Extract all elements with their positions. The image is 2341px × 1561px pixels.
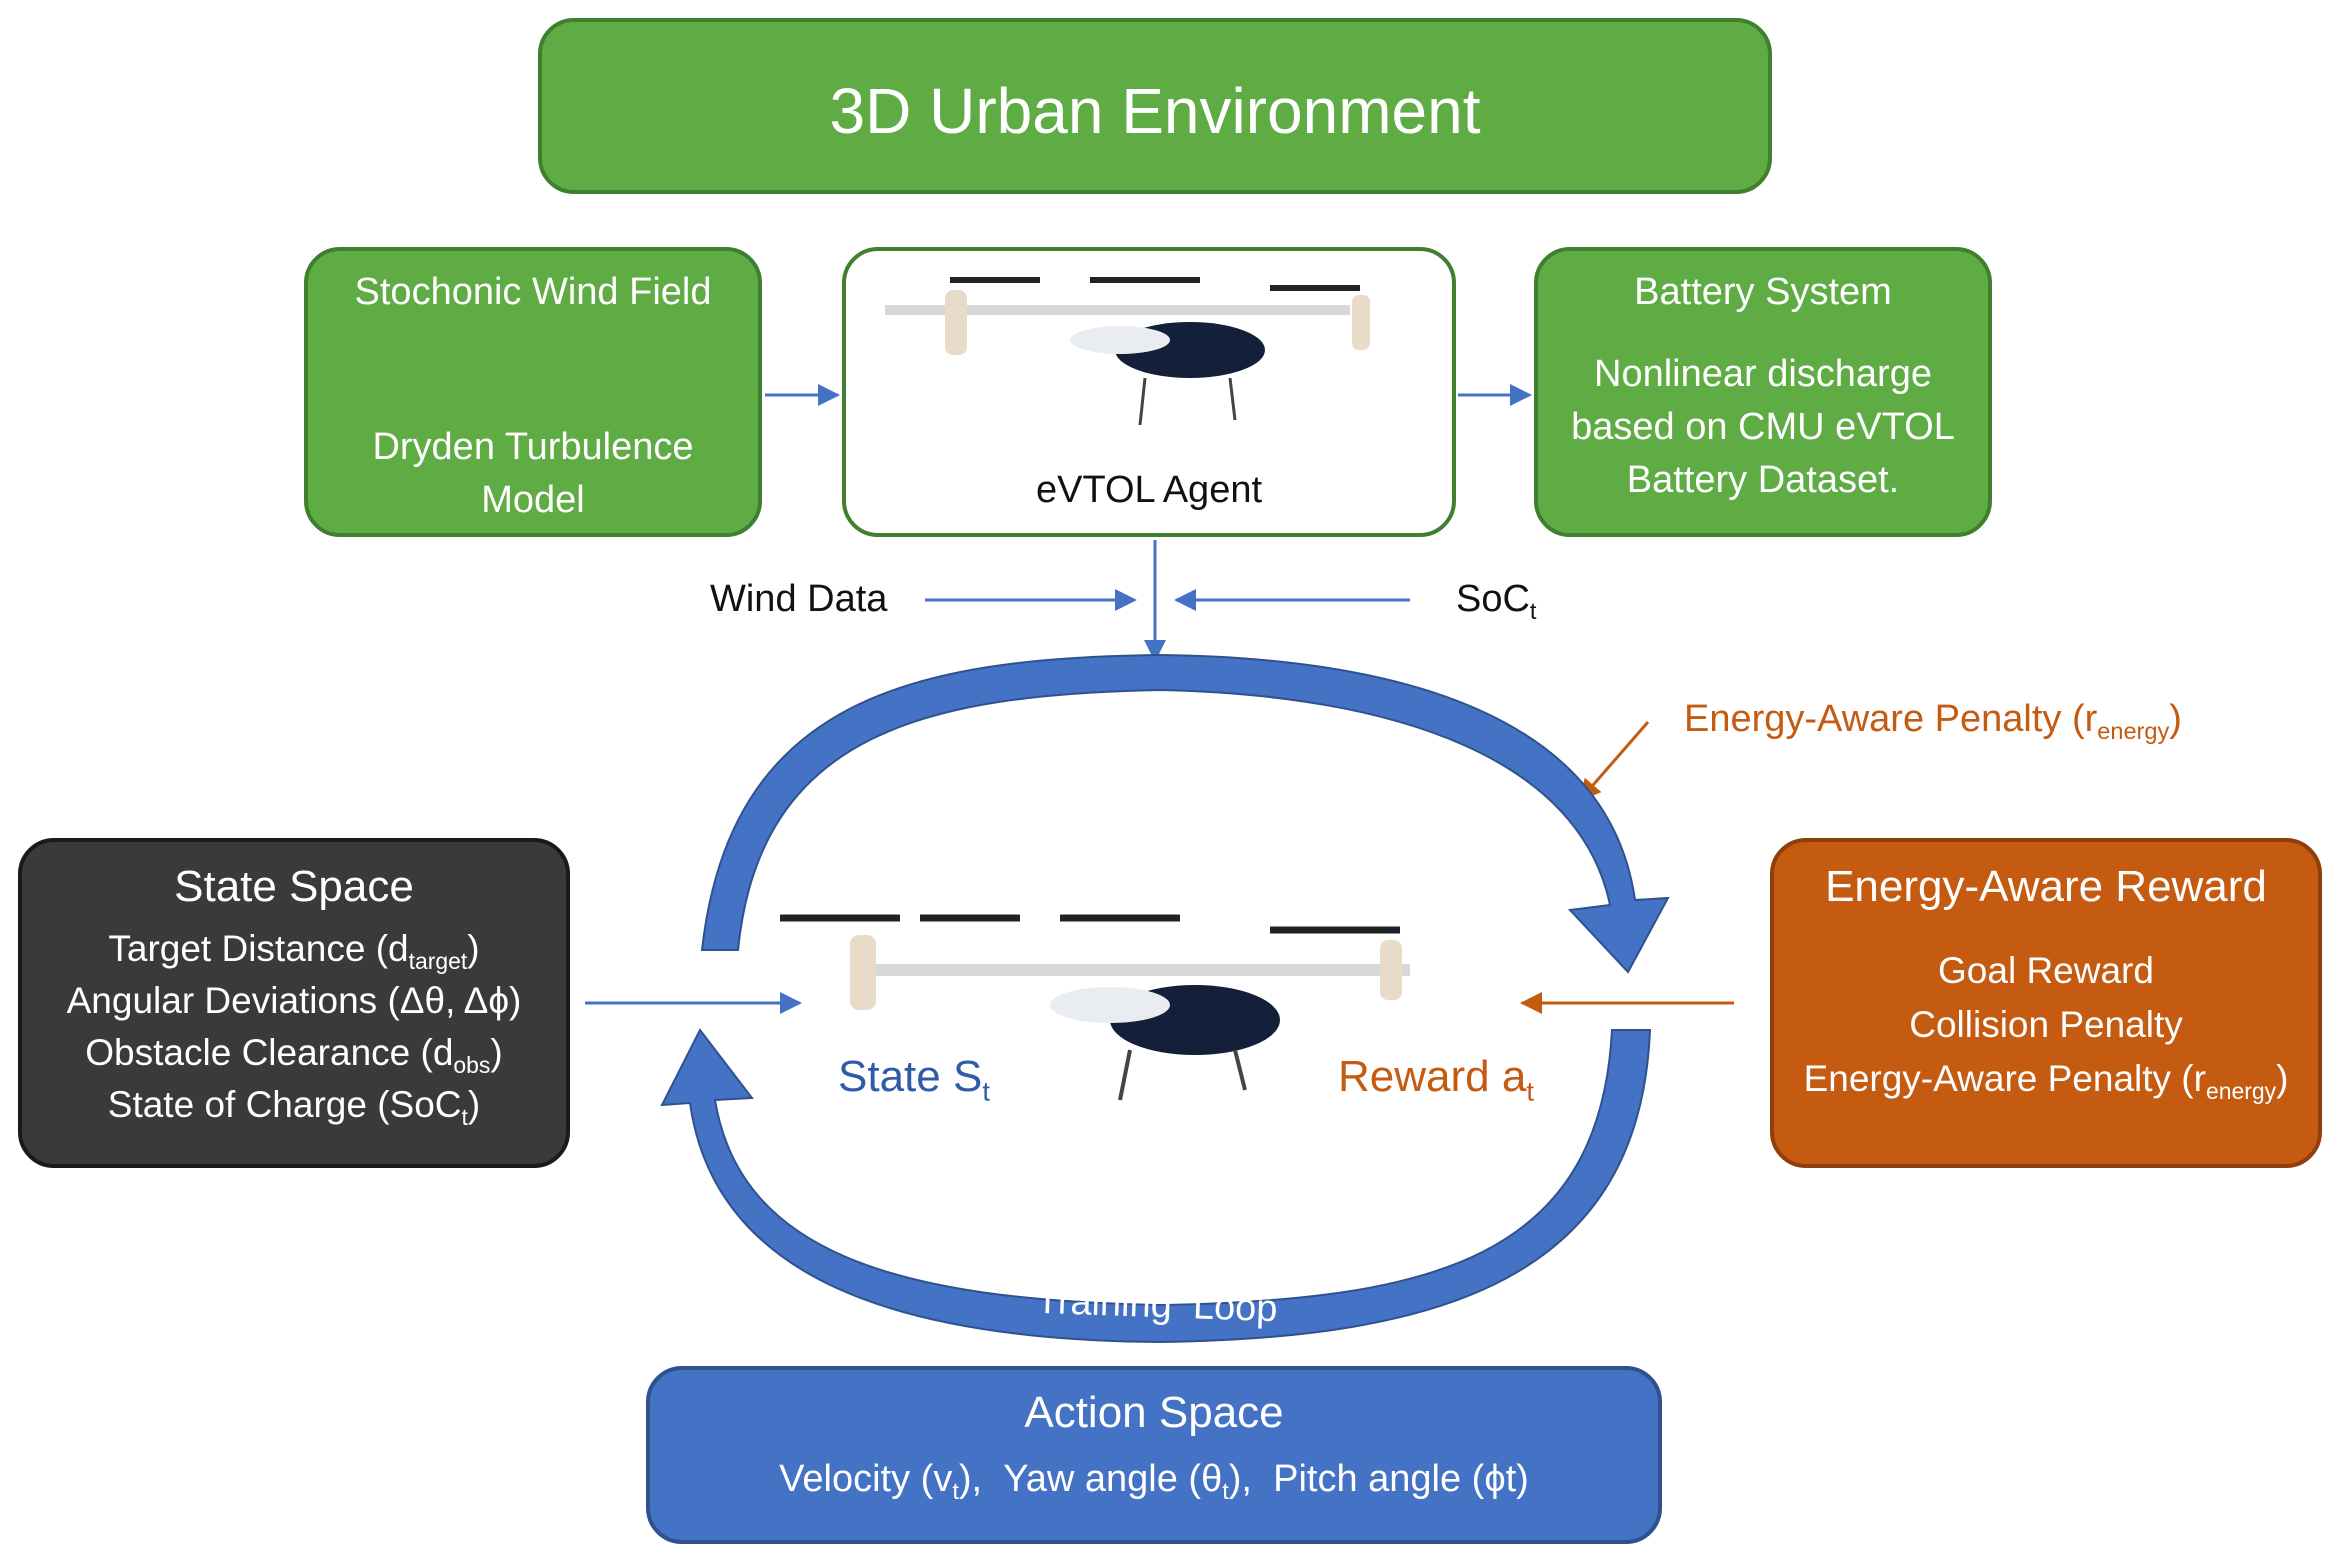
urban-environment-title: 3D Urban Environment: [829, 75, 1481, 147]
action-velocity-main: Velocity (v: [779, 1458, 953, 1500]
action-velocity-close: ),: [958, 1458, 983, 1500]
state-space-row1-main: Target Distance (d: [108, 928, 409, 969]
evtol-agent-label: eVTOL Agent: [1035, 469, 1263, 511]
state-space-row4-sub: t: [461, 1104, 468, 1131]
wind-field-title: Stochonic Wind Field: [354, 271, 712, 313]
state-st-main: State S: [838, 1052, 983, 1101]
wind-field-box: Stochonic Wind Field Dryden Turbulence M…: [304, 247, 762, 537]
state-space-row2: Angular Deviations (Δθ, Δϕ): [66, 980, 522, 1021]
loop-arrow-bottom: [660, 1028, 1652, 1344]
energy-penalty-label: Energy-Aware Penalty (renergy): [1684, 698, 2182, 745]
energy-reward-row2: Collision Penalty: [1909, 1004, 2183, 1045]
state-space-row1-sub: target: [408, 948, 468, 975]
state-space-row3-main: Obstacle Clearance (d: [85, 1032, 454, 1073]
energy-reward-title: Energy-Aware Reward: [1825, 862, 2267, 911]
action-yaw-main: Yaw angle (θ: [1003, 1458, 1223, 1500]
battery-line3: Battery Dataset.: [1626, 459, 1900, 501]
evtol-center-illustration: [780, 914, 1410, 1101]
battery-line2: based on CMU eVTOL: [1571, 406, 1955, 448]
wind-data-label: Wind Data: [710, 578, 888, 620]
action-space-items: Velocity (vt), Yaw angle (θt), Pitch ang…: [650, 1458, 1658, 1505]
energy-penalty-main: Energy-Aware Penalty (r: [1684, 698, 2098, 740]
battery-line1: Nonlinear discharge: [1594, 353, 1932, 395]
soc-label-main: SoC: [1456, 578, 1530, 620]
battery-system-box: Battery System Nonlinear discharge based…: [1534, 247, 1992, 537]
state-space-row1-close: ): [467, 928, 480, 969]
energy-reward-row1: Goal Reward: [1938, 950, 2154, 991]
action-pitch: Pitch angle (ϕt): [1273, 1458, 1529, 1500]
soc-label: SoCt: [1456, 578, 1537, 625]
state-space-row4-main: State of Charge (SoC: [107, 1084, 462, 1125]
wind-field-line1: Dryden Turbulence: [372, 426, 694, 468]
reward-at-label: Reward at: [1338, 1052, 1534, 1105]
energy-reward-row3-sub: energy: [2205, 1078, 2277, 1105]
action-yaw-sub: t: [1222, 1478, 1229, 1505]
state-st-sub: t: [982, 1075, 990, 1107]
energy-penalty-sub: energy: [2097, 718, 2170, 745]
battery-title: Battery System: [1634, 271, 1892, 313]
action-yaw-close: ),: [1228, 1458, 1252, 1500]
reward-at-main: Reward a: [1338, 1052, 1527, 1101]
evtol-agent-illustration: [885, 277, 1370, 426]
soc-label-sub: t: [1529, 598, 1537, 625]
state-space-title: State Space: [174, 862, 414, 911]
state-space-row4: State of Charge (SoCt): [22, 1084, 566, 1128]
evtol-agent-box: eVTOL Agent: [842, 247, 1456, 537]
energy-reward-row3-main: Energy-Aware Penalty (r: [1803, 1058, 2206, 1099]
arrow-energy-penalty: [1578, 721, 1650, 802]
state-space-row3: Obstacle Clearance (dobs): [22, 1032, 566, 1076]
urban-environment-box: 3D Urban Environment: [538, 18, 1772, 194]
state-st-label: State St: [838, 1052, 990, 1105]
energy-reward-row3-close: ): [2276, 1058, 2289, 1099]
state-space-row3-sub: obs: [453, 1052, 491, 1079]
state-space-row4-close: ): [467, 1084, 481, 1125]
energy-penalty-close: ): [2169, 698, 2182, 740]
energy-reward-row3: Energy-Aware Penalty (renergy): [1774, 1058, 2318, 1102]
reward-at-sub: t: [1526, 1075, 1534, 1107]
state-space-row1: Target Distance (dtarget): [22, 928, 566, 972]
training-loop-label: Training Loop: [1035, 1279, 1279, 1331]
wind-field-line2: Model: [481, 479, 585, 521]
loop-arrow-top: [700, 653, 1670, 974]
action-space-box: Action Space Velocity (vt), Yaw angle (θ…: [646, 1366, 1662, 1544]
action-velocity-sub: t: [952, 1478, 959, 1505]
state-space-row3-close: ): [490, 1032, 503, 1073]
action-space-title: Action Space: [1024, 1388, 1284, 1437]
energy-reward-box: Energy-Aware Reward Goal Reward Collisio…: [1770, 838, 2322, 1168]
state-space-box: State Space Target Distance (dtarget) An…: [18, 838, 570, 1168]
